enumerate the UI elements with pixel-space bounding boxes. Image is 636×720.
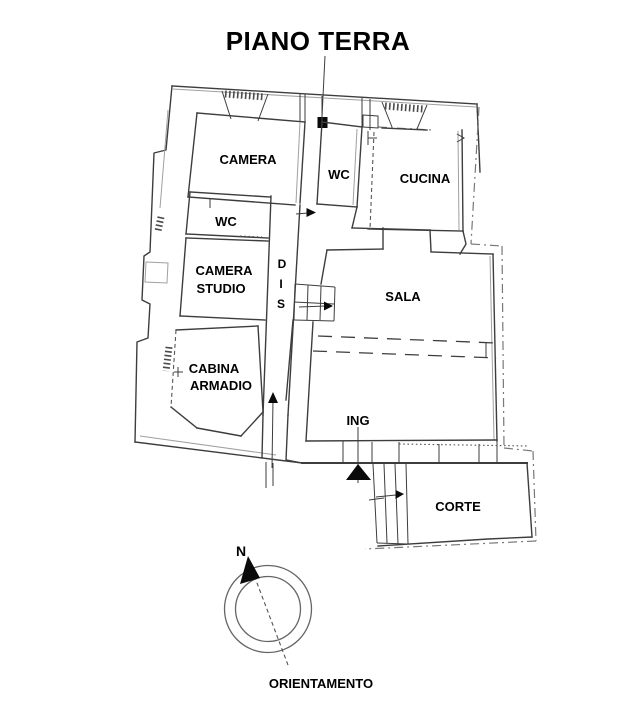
room-camera-studio-walls (179, 235, 269, 321)
room-wc-top-walls (316, 98, 371, 208)
door-arrows (268, 208, 316, 469)
room-label-corte: CORTE (435, 499, 481, 514)
room-label-dis-s: S (277, 297, 285, 311)
compass-needle-line (250, 566, 289, 666)
corridor-dis-walls (261, 195, 303, 488)
stairs-dis (293, 283, 336, 322)
room-label-cabina-2: ARMADIO (190, 378, 252, 393)
room-label-wc-top: WC (328, 167, 350, 182)
outer-walls (134, 85, 481, 464)
room-label-wc-mid: WC (215, 214, 237, 229)
room-wc-mid-walls (185, 191, 271, 239)
page-title: PIANO TERRA (226, 26, 411, 56)
room-label-ing: ING (346, 413, 369, 428)
room-cabina-armadio-walls (170, 325, 264, 437)
room-label-dis-d: D (278, 257, 287, 271)
room-label-sala: SALA (385, 289, 421, 304)
left-wall-windows (144, 216, 173, 372)
compass (223, 556, 313, 666)
room-label-cabina-1: CABINA (189, 361, 240, 376)
corridor-arrow-up-icon (268, 392, 278, 403)
compass-north-arrow-icon (240, 556, 260, 584)
stairs-dis-arrow-icon (324, 301, 333, 311)
room-corte-walls (368, 462, 533, 547)
room-label-cucina: CUCINA (400, 171, 451, 186)
room-label-camera: CAMERA (219, 152, 277, 167)
room-label-camera-studio-2: STUDIO (196, 281, 245, 296)
room-label-dis-i: I (279, 277, 282, 291)
compass-north-label: N (236, 543, 246, 559)
door-arrow-right-icon (306, 208, 316, 217)
boundary-line (364, 106, 537, 550)
compass-caption: ORIENTAMENTO (269, 676, 373, 691)
entrance-triangle-icon (346, 464, 371, 480)
room-sala-walls (285, 206, 498, 442)
bay-windows (221, 90, 428, 130)
entrance-porch (301, 427, 529, 483)
corte-stairs-arrow-icon (395, 490, 404, 499)
room-camera-walls (187, 94, 323, 208)
compass-inner-circle (234, 575, 302, 643)
room-label-camera-studio-1: CAMERA (195, 263, 253, 278)
compass-outer-circle (223, 564, 313, 654)
